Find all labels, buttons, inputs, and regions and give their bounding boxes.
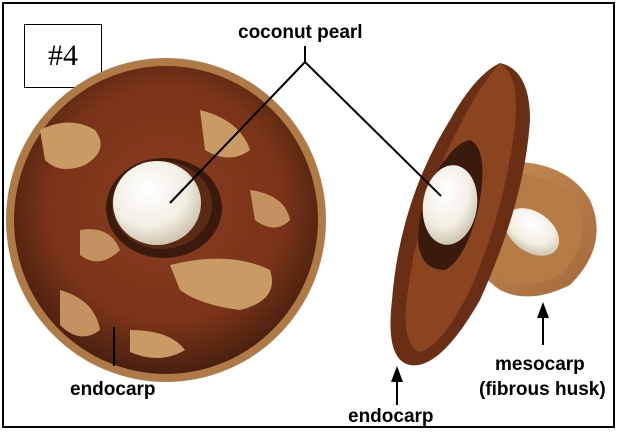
label-fibrous-husk: (fibrous husk) xyxy=(479,379,606,400)
left-shell xyxy=(6,58,326,382)
arrow-endocarp-right xyxy=(391,366,403,405)
label-endocarp-right: endocarp xyxy=(348,406,434,427)
left-pearl xyxy=(113,161,201,245)
right-shell xyxy=(390,63,596,365)
label-endocarp-left: endocarp xyxy=(70,379,156,400)
label-mesocarp: mesocarp xyxy=(495,354,585,375)
label-coconut-pearl: coconut pearl xyxy=(238,22,363,43)
arrow-mesocarp xyxy=(537,302,549,345)
